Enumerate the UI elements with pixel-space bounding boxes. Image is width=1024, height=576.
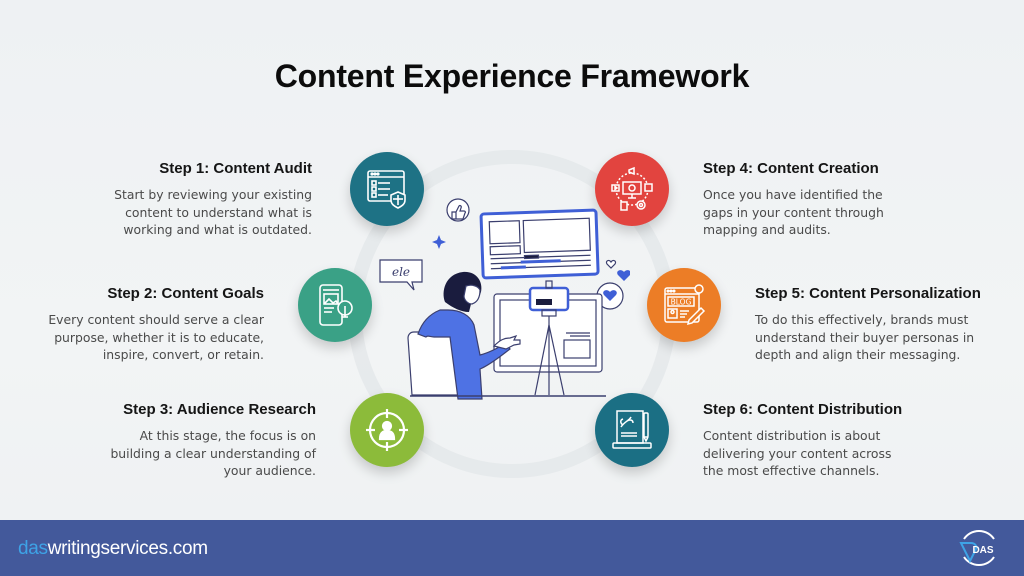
page-title: Content Experience Framework: [274, 58, 750, 94]
monitor-gear-cycle-icon: [595, 152, 669, 226]
step-title: Step 4: Content Creation: [703, 160, 879, 177]
step-line: understand their buyer personas in: [755, 329, 975, 345]
person-recording-video-illustration: ele: [379, 198, 630, 400]
step-6-content-distribution: Step 6: Content Distribution Content dis…: [703, 401, 902, 480]
step-description: At this stage, the focus is on building …: [110, 427, 316, 480]
step-line: Once you have identified the: [703, 187, 883, 202]
step-line: delivering your content across: [703, 445, 892, 461]
target-person-icon: [350, 393, 424, 467]
svg-text:DAS: DAS: [972, 545, 993, 556]
step-line: depth and align their messaging.: [755, 347, 961, 362]
heart-outline-icon: [605, 259, 617, 269]
step-description: Once you have identified the gaps in you…: [703, 186, 884, 239]
step-line: mapping and audits.: [703, 222, 831, 237]
domain-accent: das: [18, 538, 48, 559]
thumbs-up-icon: [446, 198, 470, 222]
step-1-content-audit: Step 1: Content Audit Start by reviewing…: [114, 160, 312, 239]
step-2-content-goals: Step 2: Content Goals Every content shou…: [48, 285, 264, 364]
document-pen-laptop-icon: [595, 393, 669, 467]
step-line: your audience.: [223, 463, 316, 478]
step-3-audience-research: Step 3: Audience Research At this stage,…: [110, 401, 316, 480]
step-line: content to understand what is: [125, 204, 312, 220]
speech-bubble-icon: ele: [379, 259, 423, 291]
step-line: inspire, convert, or retain.: [102, 347, 264, 362]
svg-text:BLOG: BLOG: [671, 298, 692, 307]
heart-icon: [617, 270, 630, 281]
step-line: working and what is outdated.: [123, 222, 312, 237]
step-description: To do this effectively, brands must unde…: [755, 311, 981, 364]
mobile-idea-bulb-icon: [298, 268, 372, 342]
step-5-content-personalization: Step 5: Content Personalization To do th…: [755, 285, 981, 364]
website-domain-link[interactable]: daswritingservices.com: [18, 538, 208, 560]
step-line: Start by reviewing your existing: [114, 187, 312, 202]
step-title: Step 1: Content Audit: [159, 160, 312, 177]
checklist-shield-icon: [350, 152, 424, 226]
step-description: Every content should serve a clear purpo…: [48, 311, 264, 364]
step-line: the most effective channels.: [703, 463, 880, 478]
step-title: Step 5: Content Personalization: [755, 285, 981, 302]
step-description: Content distribution is about delivering…: [703, 427, 902, 480]
blog-icon: BLOG: [647, 268, 721, 342]
step-title: Step 6: Content Distribution: [703, 401, 903, 418]
step-title: Step 3: Audience Research: [123, 401, 316, 418]
das-logo-icon: DAS: [959, 530, 995, 566]
svg-text:ele: ele: [392, 265, 410, 279]
domain-rest: writingservices.com: [47, 538, 208, 559]
step-line: Content distribution is about: [703, 428, 881, 443]
step-line: Every content should serve a clear: [48, 312, 264, 327]
step-line: purpose, whether it is to educate,: [54, 329, 264, 345]
step-title: Step 2: Content Goals: [107, 285, 264, 302]
sparkle-icon: [432, 235, 446, 249]
step-4-content-creation: Step 4: Content Creation Once you have i…: [703, 160, 884, 239]
step-line: At this stage, the focus is on: [139, 428, 316, 443]
step-line: To do this effectively, brands must: [755, 312, 969, 327]
footer-bar: daswritingservices.com DAS: [0, 520, 1024, 576]
floating-video-editor-screen: [479, 208, 600, 280]
step-line: building a clear understanding of: [110, 445, 316, 461]
step-line: gaps in your content through: [703, 204, 884, 220]
step-description: Start by reviewing your existing content…: [114, 186, 312, 239]
